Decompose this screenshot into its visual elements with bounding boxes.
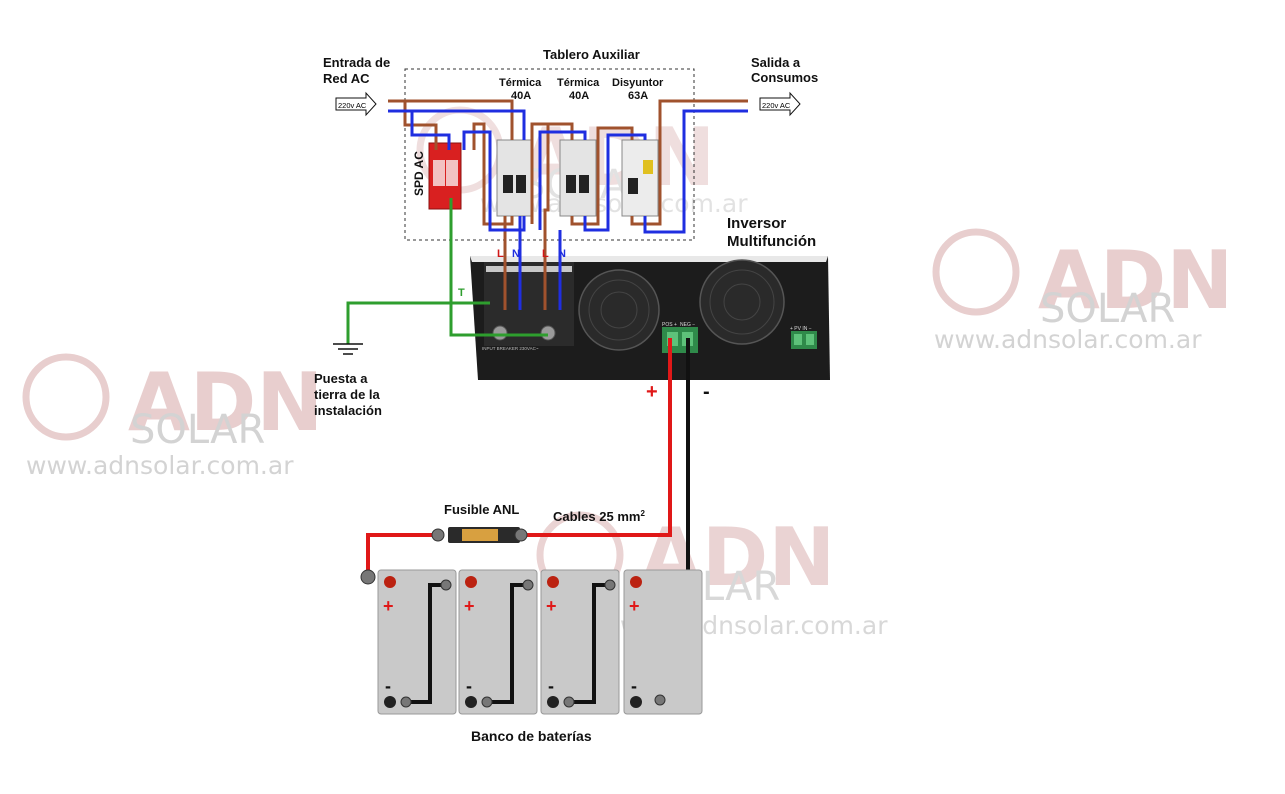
breaker2-label-1: Térmica: [557, 77, 600, 89]
anl-fuse: [431, 527, 528, 543]
battery-straps: [406, 583, 610, 704]
tag-L1: L: [497, 248, 504, 260]
inverter-pos-label: POS +: [662, 322, 677, 328]
neutral-wires: [388, 109, 748, 310]
battery-lugs: [400, 579, 666, 708]
inverter: INPUT BREAKER 230VAC~ POS + NEG − + PV I…: [470, 256, 830, 380]
spd-label: SPD AC: [412, 151, 426, 196]
battery-1: + -: [377, 569, 457, 715]
rcd-label-1: Disyuntor: [612, 77, 664, 89]
breaker-1: [496, 139, 534, 217]
battery-minus: -: [466, 676, 472, 696]
breaker2-label-2: 40A: [569, 90, 589, 102]
dc-positive-wire: [527, 338, 672, 537]
grid-input-label-2: Red AC: [323, 71, 370, 86]
tag-N1: N: [512, 248, 520, 260]
spd-device: [428, 142, 462, 210]
battery-plus: +: [464, 596, 475, 616]
watermark-url: www.adnsolar.com.ar: [934, 325, 1202, 354]
grounding-label-3: instalación: [314, 403, 382, 418]
inverter-neg-label: NEG −: [680, 322, 695, 328]
battery-minus: -: [548, 676, 554, 696]
watermark-sub: SOLAR: [1040, 286, 1175, 332]
ground-icon: [333, 343, 363, 355]
breaker1-label-2: 40A: [511, 90, 531, 102]
battery-plus: +: [383, 596, 394, 616]
inverter-pv-label: + PV IN −: [790, 326, 812, 332]
battery-bank-label: Banco de baterías: [471, 728, 592, 744]
battery-minus: -: [385, 676, 391, 696]
earth-wires: [346, 198, 548, 344]
ac-output-arrow: 220v AC: [759, 91, 801, 117]
watermark-left: ADN SOLAR www.adnsolar.com.ar: [22, 353, 323, 480]
battery-minus: -: [631, 676, 637, 696]
inverter-plus-sign: +: [646, 381, 658, 403]
watermark-brand: ADN: [1038, 234, 1233, 327]
output-label-2: Consumos: [751, 70, 818, 85]
battery-lug: [360, 569, 376, 585]
battery-plus: +: [546, 596, 557, 616]
inverter-minus-sign: -: [703, 381, 710, 403]
cables-label-sup: 2: [640, 509, 645, 518]
tag-N2: N: [558, 248, 566, 260]
watermark-sub: SOLAR: [130, 407, 265, 453]
aux-panel-box: [404, 68, 695, 241]
inverter-label-1: Inversor: [727, 215, 786, 232]
rcd-label-2: 63A: [628, 90, 648, 102]
tag-T: T: [458, 287, 465, 299]
fuse-label: Fusible ANL: [444, 502, 519, 517]
breaker-2: [559, 139, 597, 217]
cables-label-text: Cables 25 mm: [553, 509, 640, 524]
watermark-right: ADN SOLAR www.adnsolar.com.ar: [932, 228, 1233, 354]
grounding-label-2: tierra de la: [314, 387, 381, 402]
aux-panel-title: Tablero Auxiliar: [543, 47, 640, 62]
inverter-input-label: INPUT BREAKER 230VAC~: [482, 346, 539, 351]
battery-4: + -: [623, 569, 703, 715]
battery-3: + -: [540, 569, 620, 715]
watermark-url: www.adnsolar.com.ar: [26, 451, 294, 480]
ac-input-arrow: 220v AC: [335, 91, 377, 117]
inverter-label-2: Multifunción: [727, 233, 816, 250]
rcd-device: [621, 139, 659, 217]
watermark-brand: ADN: [128, 356, 323, 449]
grid-input-label-1: Entrada de: [323, 55, 390, 70]
cables-label: Cables 25 mm2: [553, 509, 645, 524]
dc-positive-battery-wire: [366, 533, 438, 572]
ac-input-tag: 220v AC: [338, 101, 367, 110]
battery-2: + -: [458, 569, 538, 715]
output-label-1: Salida a: [751, 55, 801, 70]
battery-plus: +: [629, 596, 640, 616]
tag-L2: L: [542, 248, 549, 260]
breaker1-label-1: Térmica: [499, 77, 542, 89]
ac-output-tag: 220v AC: [762, 101, 791, 110]
grounding-label-1: Puesta a: [314, 371, 368, 386]
